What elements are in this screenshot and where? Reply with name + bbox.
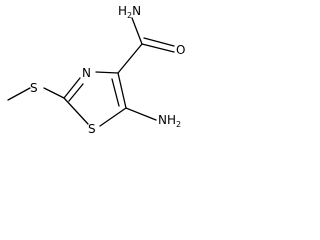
bond-c-o-double (143, 37, 175, 47)
bond-c4-c5-double (111, 78, 120, 107)
amide-nitrogen-label: H2N (118, 4, 141, 20)
amino-nitrogen-label: NH2 (158, 113, 181, 129)
bond-c-amide-n (131, 17, 143, 45)
carbonyl-oxygen-label: O (176, 43, 185, 57)
ring-nitrogen-label: N (82, 66, 91, 80)
ring-sulfur-label: S (88, 122, 96, 136)
structure-svg: H2N O N S S NH2 (7, 4, 185, 136)
bond-c2-n3-double (68, 83, 84, 102)
bond-c4-carbonylc (117, 43, 143, 74)
bond-c5-amino-n (125, 107, 157, 121)
bond-c5-s1 (99, 107, 127, 127)
bond-c4-c5 (117, 72, 127, 109)
bond-s-c2 (43, 87, 65, 99)
bond-c2-n3 (63, 77, 81, 99)
bond-methyl-s (7, 87, 31, 101)
bond-c-o (141, 43, 175, 53)
bond-n3-c4 (95, 71, 119, 74)
atom-labels: H2N O N S S NH2 (30, 4, 185, 136)
molecule-diagram: H2N O N S S NH2 (0, 0, 196, 147)
bonds (7, 17, 175, 127)
bond-s1-c2 (63, 97, 89, 125)
thioether-sulfur-label: S (30, 81, 38, 95)
